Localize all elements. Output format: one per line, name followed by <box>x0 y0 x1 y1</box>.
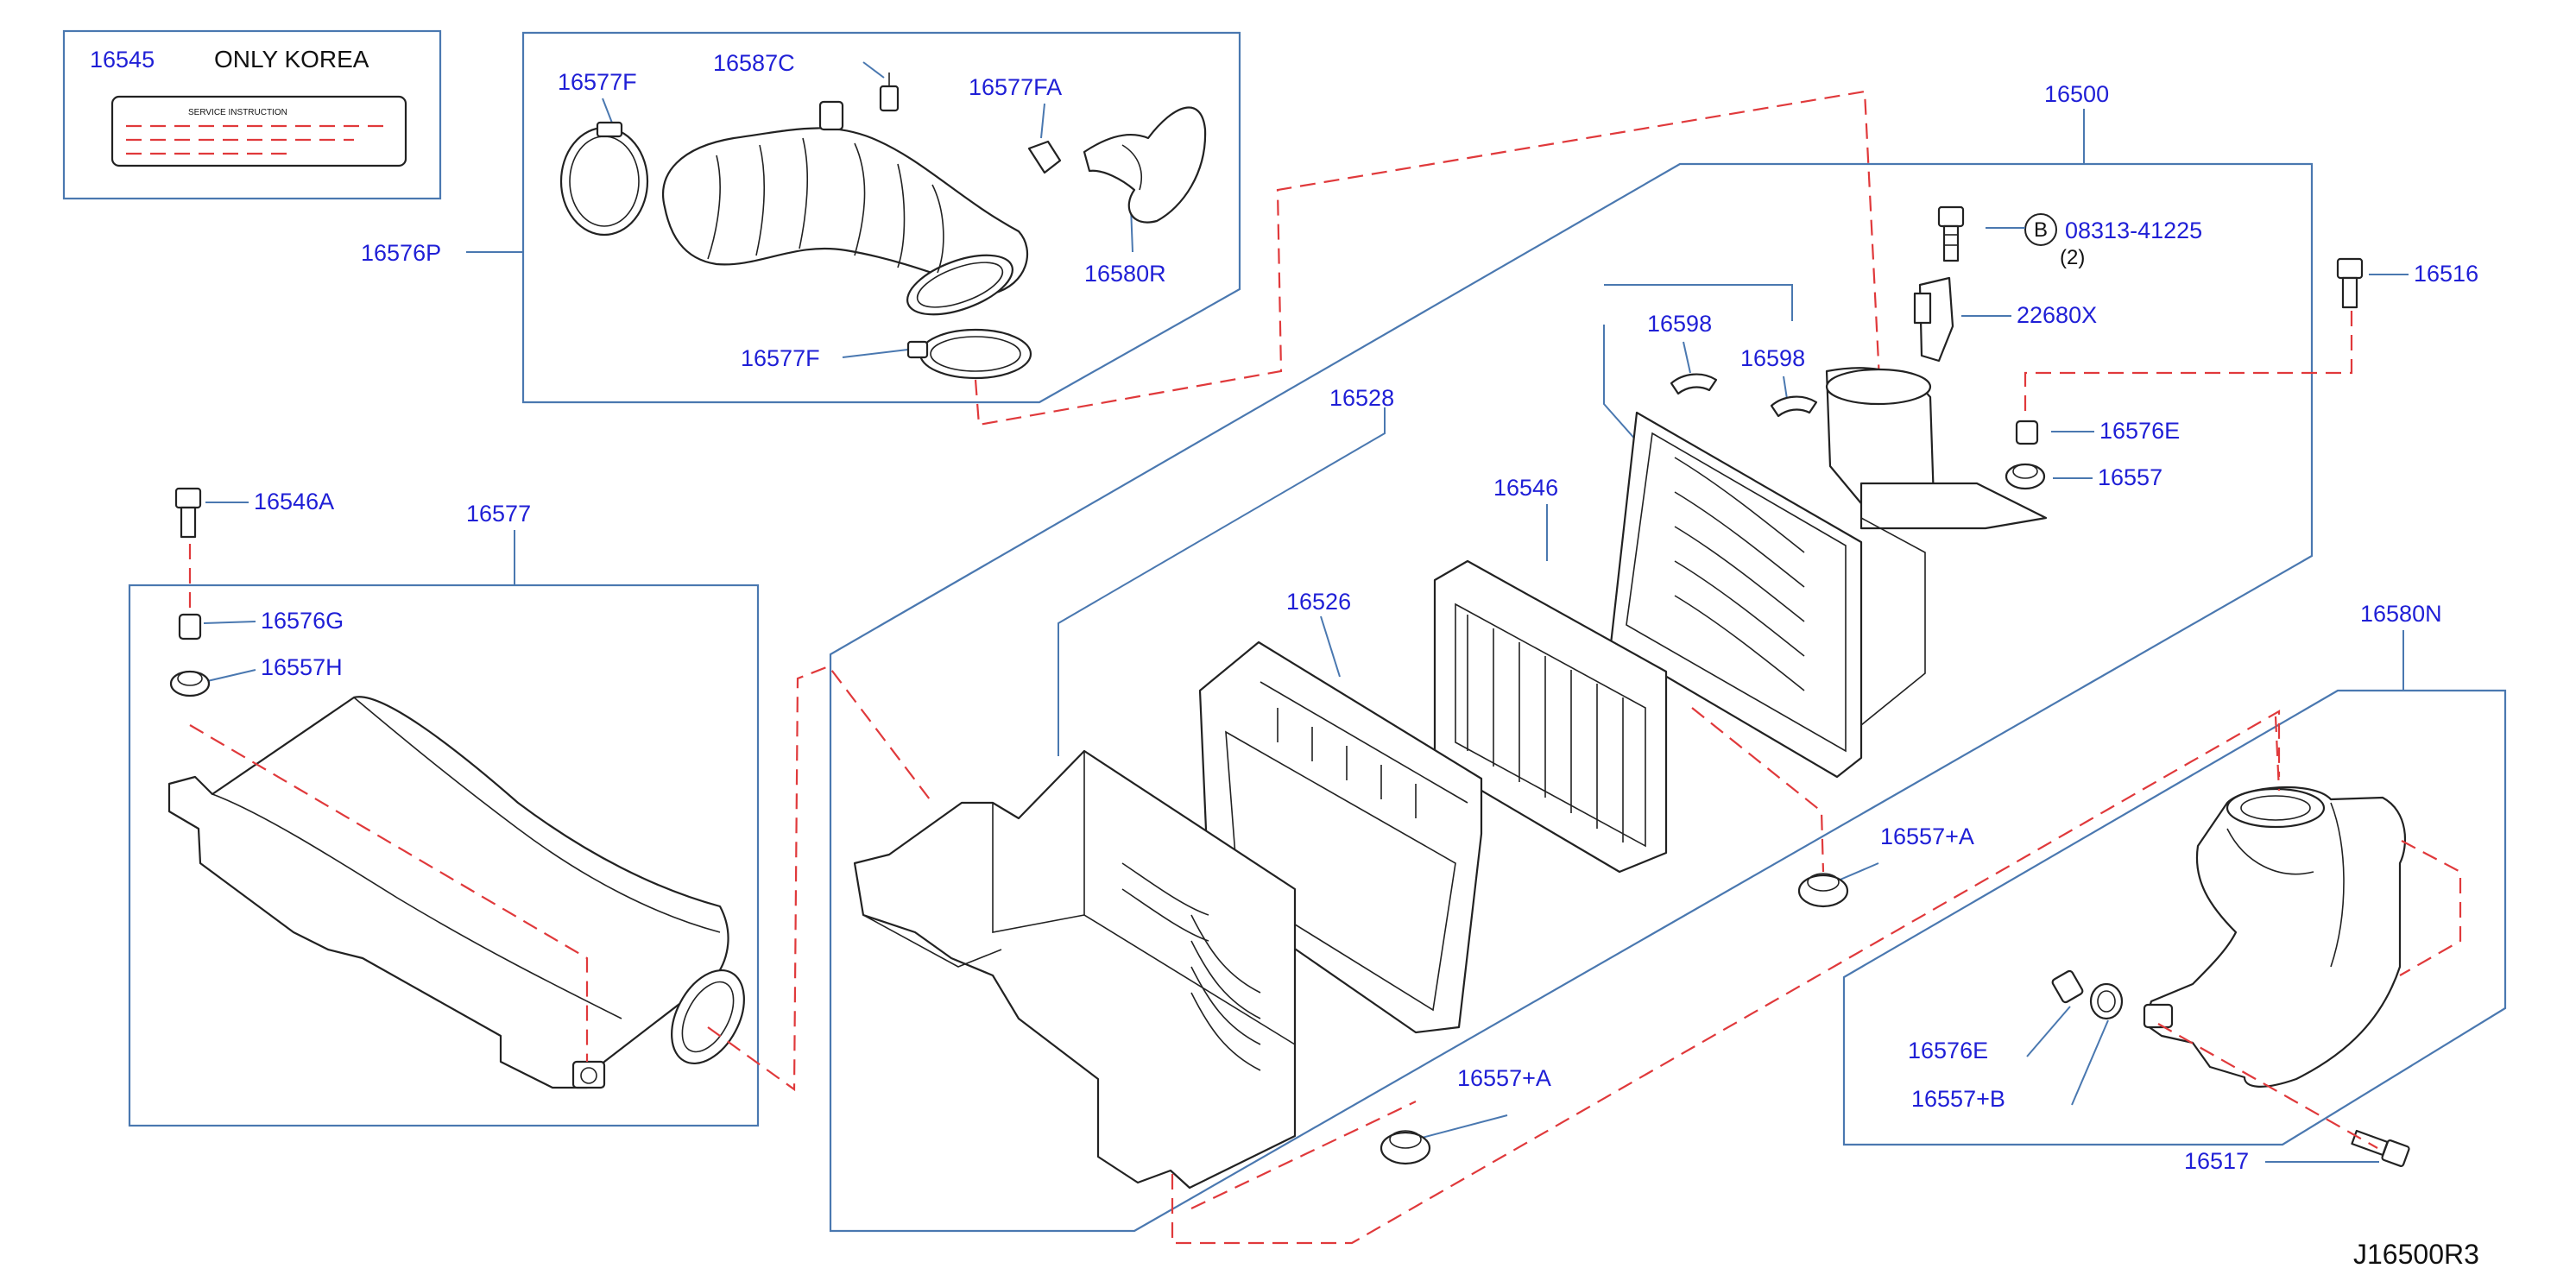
collar-16576e-top <box>2015 420 2039 445</box>
part-number-16557-top: 16557 <box>2098 464 2162 490</box>
part-number-16576g: 16576G <box>261 608 344 634</box>
collar-16576e-bottom <box>2051 969 2084 1004</box>
collar-16576g <box>178 613 202 640</box>
clip-16598-left <box>1670 373 1718 395</box>
part-number-16576e-top: 16576E <box>2099 418 2180 444</box>
part-number-16557a-bottom: 16557+A <box>1457 1065 1551 1091</box>
clip-16598-right <box>1770 395 1818 418</box>
diagram-code: J16500R3 <box>2353 1239 2479 1270</box>
bolt-b-quantity: (2) <box>2060 246 2085 269</box>
part-number-22680x: 22680X <box>2017 302 2097 328</box>
part-number-16545: 16545 <box>90 47 155 73</box>
hose-16580r <box>1083 106 1207 224</box>
resonator-frame <box>128 584 760 1127</box>
part-number-16500: 16500 <box>2044 81 2109 107</box>
part-number-16516: 16516 <box>2414 261 2478 287</box>
part-number-08313-41225: 08313-41225 <box>2065 218 2202 243</box>
part-number-16557a-right: 16557+A <box>1880 824 1974 849</box>
bolt-08313-41225 <box>1937 205 1965 262</box>
notice-label-frame <box>62 29 442 200</box>
hose-clamp-16577f-bottom <box>906 328 1032 380</box>
part-number-16546a: 16546A <box>254 489 334 514</box>
grommet-16557a-right <box>1797 873 1849 908</box>
part-number-16598-right: 16598 <box>1740 345 1805 371</box>
resonator-16577 <box>167 696 745 1089</box>
part-number-16580n: 16580N <box>2360 601 2442 627</box>
grommet-16557b <box>2089 982 2124 1020</box>
part-number-16587c: 16587C <box>713 50 795 76</box>
air-cleaner-lower-case <box>853 749 1297 1190</box>
bolt-b-circle-letter: B <box>2034 218 2048 242</box>
part-number-16528: 16528 <box>1329 385 1394 411</box>
part-number-16598-left: 16598 <box>1647 311 1712 337</box>
grommet-16557a-bottom <box>1380 1130 1431 1165</box>
resonator-16580n <box>2143 786 2407 1088</box>
part-number-16576p: 16576P <box>361 240 441 266</box>
bolt-b-circle <box>2024 213 2057 246</box>
bolt-16546a <box>174 487 202 539</box>
clamp-16577fa <box>1027 140 1062 174</box>
air-filter-element-16546 <box>1433 559 1668 874</box>
part-number-16577f-bottom: 16577F <box>741 345 820 371</box>
part-number-16526: 16526 <box>1286 589 1351 615</box>
part-number-16546: 16546 <box>1493 475 1558 501</box>
air-duct-hose <box>662 100 1029 316</box>
part-number-16517: 16517 <box>2184 1148 2249 1174</box>
part-number-16557h: 16557H <box>261 654 343 680</box>
air-cleaner-upper-cover-16528 <box>1609 367 2048 779</box>
grommet-16557-top <box>2005 463 2046 490</box>
part-number-16576e-bottom: 16576E <box>1908 1038 1988 1063</box>
part-number-16577fa: 16577FA <box>969 74 1062 100</box>
part-number-16580r: 16580R <box>1084 261 1166 287</box>
only-korea-note: ONLY KOREA <box>214 46 369 73</box>
resonator-n-frame <box>1842 689 2507 1146</box>
air-cleaner-assembly-frame <box>829 162 2314 1233</box>
part-number-16577: 16577 <box>466 501 531 527</box>
mass-airflow-sensor-22680x <box>1913 276 1954 363</box>
part-number-16557b: 16557+B <box>1911 1086 2005 1112</box>
hose-clamp-16577f-top <box>559 121 649 237</box>
grommet-16557h <box>169 670 211 697</box>
filter-frame-16526 <box>1198 640 1483 1034</box>
svg-text:SERVICE INSTRUCTION: SERVICE INSTRUCTION <box>188 108 287 117</box>
bolt-16516 <box>2336 257 2364 309</box>
service-instruction-label: SERVICE INSTRUCTION <box>110 95 407 167</box>
clip-16587c <box>879 73 900 112</box>
part-number-16577f-top: 16577F <box>558 69 637 95</box>
duct-kit-frame <box>521 31 1241 404</box>
